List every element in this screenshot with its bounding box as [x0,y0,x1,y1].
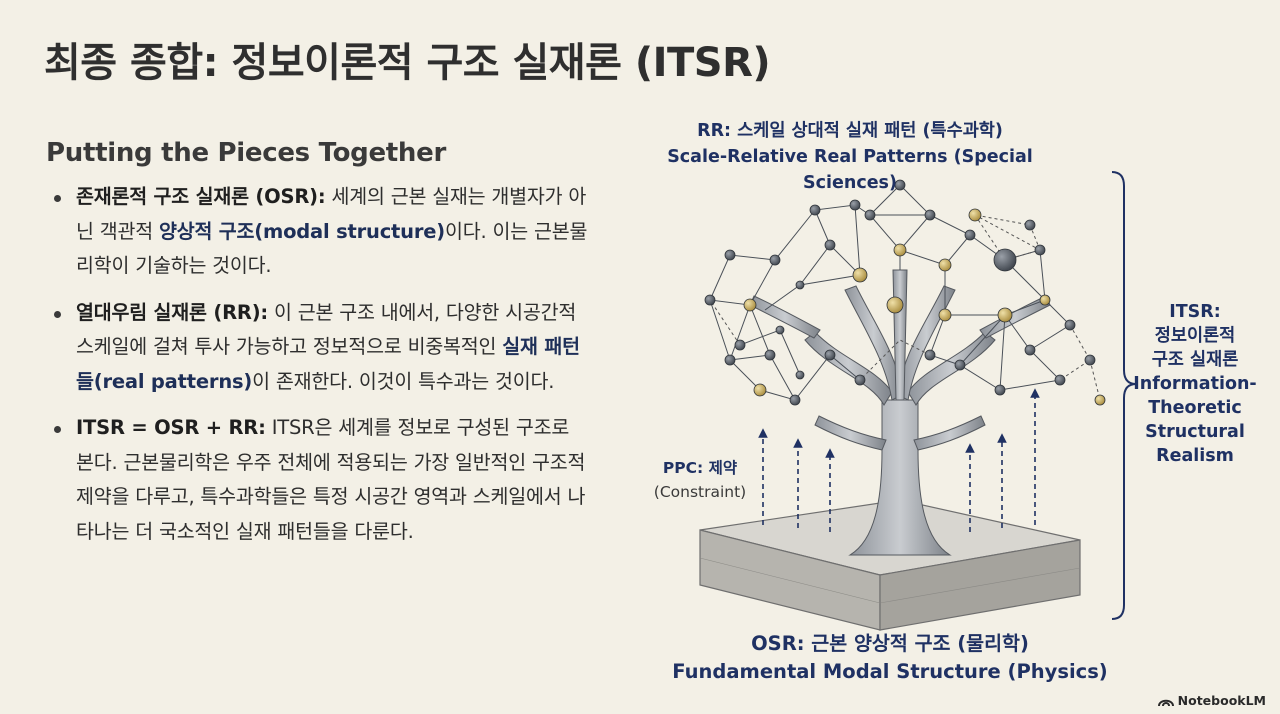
notebooklm-logo-icon [1157,699,1174,706]
osr-label: OSR: 근본 양상적 구조 (물리학) Fundamental Modal S… [670,630,1110,686]
bullet-osr-text-1: 세계의 근본 실재는 개별자가 아닌 객관적 [76,185,587,243]
bullet-osr-term: 존재론적 구조 실재론 (OSR): [76,185,326,208]
rr-label-en: Scale-Relative Real Patterns (Special Sc… [667,147,1033,193]
bullet-itsr: ITSR = OSR + RR: ITSR은 세계를 정보로 구성된 구조로 본… [50,411,590,549]
rr-label: RR: 스케일 상대적 실재 패턴 (특수과학) Scale-Relative … [660,118,1040,196]
ppc-label: PPC: 제약 (Constraint) [640,456,760,504]
bullet-osr-text-2: 이다. 이는 근본물리학이 기술하는 것이다. [76,219,588,278]
bullet-rr-text-2: 이 존재한다. 이것이 특수과는 것이다. [252,369,555,393]
osr-label-en: Fundamental Modal Structure (Physics) [672,660,1108,683]
bullet-rr-term: 열대우림 실재론 (RR): [76,300,269,324]
bullet-rr-highlight: 실재 패턴들(real patterns) [76,335,580,393]
bullet-list: 존재론적 구조 실재론 (OSR): 세계의 근본 실재는 개별자가 아닌 객관… [50,180,590,561]
ppc-label-sub: (Constraint) [653,483,747,501]
itsr-line: 구조 실재론 [1151,350,1239,370]
itsr-tree-diagram: RR: 스케일 상대적 실재 패턴 (특수과학) Scale-Relative … [600,100,1280,714]
itsr-line: Realism [1156,446,1234,466]
bullet-rr-text-1: 이 근본 구조 내에서, 다양한 시공간적 스케일에 걸쳐 투사 가능하고 정보… [76,300,577,359]
itsr-line: Theoretic [1148,398,1242,418]
slide-title: 최종 종합: 정보이론적 구조 실재론 (ITSR) [44,40,771,86]
constraint-arrows [758,388,1040,532]
tree-illustration [699,171,1137,631]
bullet-itsr-term: ITSR = OSR + RR: [76,416,266,439]
section-subtitle: Putting the Pieces Together [46,138,446,168]
ppc-label-title: PPC: 제약 [662,459,738,477]
bullet-osr: 존재론적 구조 실재론 (OSR): 세계의 근본 실재는 개별자가 아닌 객관… [50,180,590,284]
notebooklm-watermark: NotebookLM [1157,693,1266,708]
bullet-itsr-text-1: ITSR은 세계를 정보로 구성된 구조로 본다. 근본물리학은 우주 전체에 … [76,416,586,543]
itsr-line: ITSR: [1169,302,1221,322]
itsr-line: Information- [1133,374,1257,394]
osr-label-ko: OSR: 근본 양상적 구조 (물리학) [751,632,1029,655]
itsr-line: Structural [1145,422,1245,442]
notebooklm-brand: NotebookLM [1177,693,1266,708]
itsr-brace [1111,171,1137,620]
rr-label-ko: RR: 스케일 상대적 실재 패턴 (특수과학) [697,121,1003,141]
itsr-line: 정보이론적 [1154,326,1236,346]
pattern-network-nodes [704,179,1106,406]
bullet-rr: 열대우림 실재론 (RR): 이 근본 구조 내에서, 다양한 시공간적 스케일… [50,296,590,400]
bullet-osr-highlight: 양상적 구조(modal structure) [158,219,446,243]
itsr-label: ITSR: 정보이론적 구조 실재론 Information- Theoreti… [1130,300,1260,468]
